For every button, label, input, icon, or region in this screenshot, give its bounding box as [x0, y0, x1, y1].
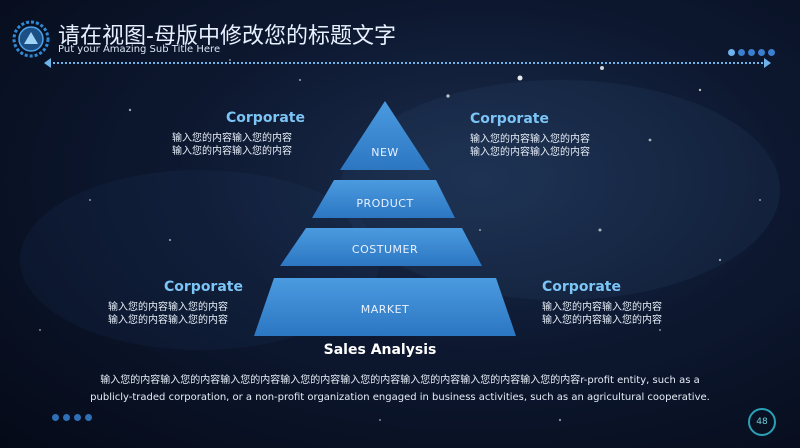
page-number-badge: 48 — [748, 408, 776, 436]
block-top-left-text: 输入您的内容输入您的内容 输入您的内容输入您的内容 — [172, 132, 292, 158]
pyramid-level-new — [340, 101, 430, 170]
page-subtitle: Put your Amazing Sub Title Here — [58, 44, 221, 55]
block-top-right-line2: 输入您的内容输入您的内容 — [470, 147, 590, 158]
block-bottom-left-line1: 输入您的内容输入您的内容 — [108, 302, 228, 313]
pyramid-level-costumer — [280, 228, 482, 266]
pyramid-level-market — [254, 278, 516, 336]
block-top-right-line1: 输入您的内容输入您的内容 — [470, 134, 590, 145]
block-top-left-heading: Corporate — [226, 110, 305, 126]
block-bottom-right-heading: Corporate — [542, 279, 621, 295]
decorative-dots-bottom — [52, 414, 92, 421]
section-title: Sales Analysis — [323, 342, 437, 358]
block-bottom-left-text: 输入您的内容输入您的内容 输入您的内容输入您的内容 — [108, 301, 228, 327]
block-bottom-right-line2: 输入您的内容输入您的内容 — [542, 315, 662, 326]
block-top-right-heading: Corporate — [470, 111, 549, 127]
pyramid-label-new: NEW — [371, 146, 399, 159]
block-bottom-right-text: 输入您的内容输入您的内容 输入您的内容输入您的内容 — [542, 301, 662, 327]
block-top-left-line1: 输入您的内容输入您的内容 — [172, 133, 292, 144]
description-paragraph: 输入您的内容输入您的内容输入您的内容输入您的内容输入您的内容输入您的内容输入您的… — [40, 372, 760, 406]
description-line2: publicly-traded corporation, or a non-pr… — [90, 392, 710, 403]
pyramid-shapes — [254, 101, 516, 336]
header-divider — [46, 62, 766, 64]
pyramid-label-costumer: COSTUMER — [351, 243, 419, 256]
description-line1: 输入您的内容输入您的内容输入您的内容输入您的内容输入您的内容输入您的内容输入您的… — [100, 375, 700, 386]
block-bottom-left-heading: Corporate — [164, 279, 243, 295]
pyramid-label-market: MARKET — [360, 303, 410, 316]
divider-right-arrow-icon — [764, 58, 771, 68]
logo-icon — [12, 20, 50, 58]
pyramid-diagram: NEW PRODUCT COSTUMER MARKET — [250, 98, 520, 338]
decorative-dots — [728, 49, 775, 56]
block-top-left-line2: 输入您的内容输入您的内容 — [172, 146, 292, 157]
block-top-right-text: 输入您的内容输入您的内容 输入您的内容输入您的内容 — [470, 133, 590, 159]
block-bottom-left-line2: 输入您的内容输入您的内容 — [108, 315, 228, 326]
block-bottom-right-line1: 输入您的内容输入您的内容 — [542, 302, 662, 313]
pyramid-level-product — [312, 180, 455, 218]
pyramid-label-product: PRODUCT — [356, 197, 414, 210]
page-title: 请在视图-母版中修改您的标题文字 — [58, 24, 396, 49]
